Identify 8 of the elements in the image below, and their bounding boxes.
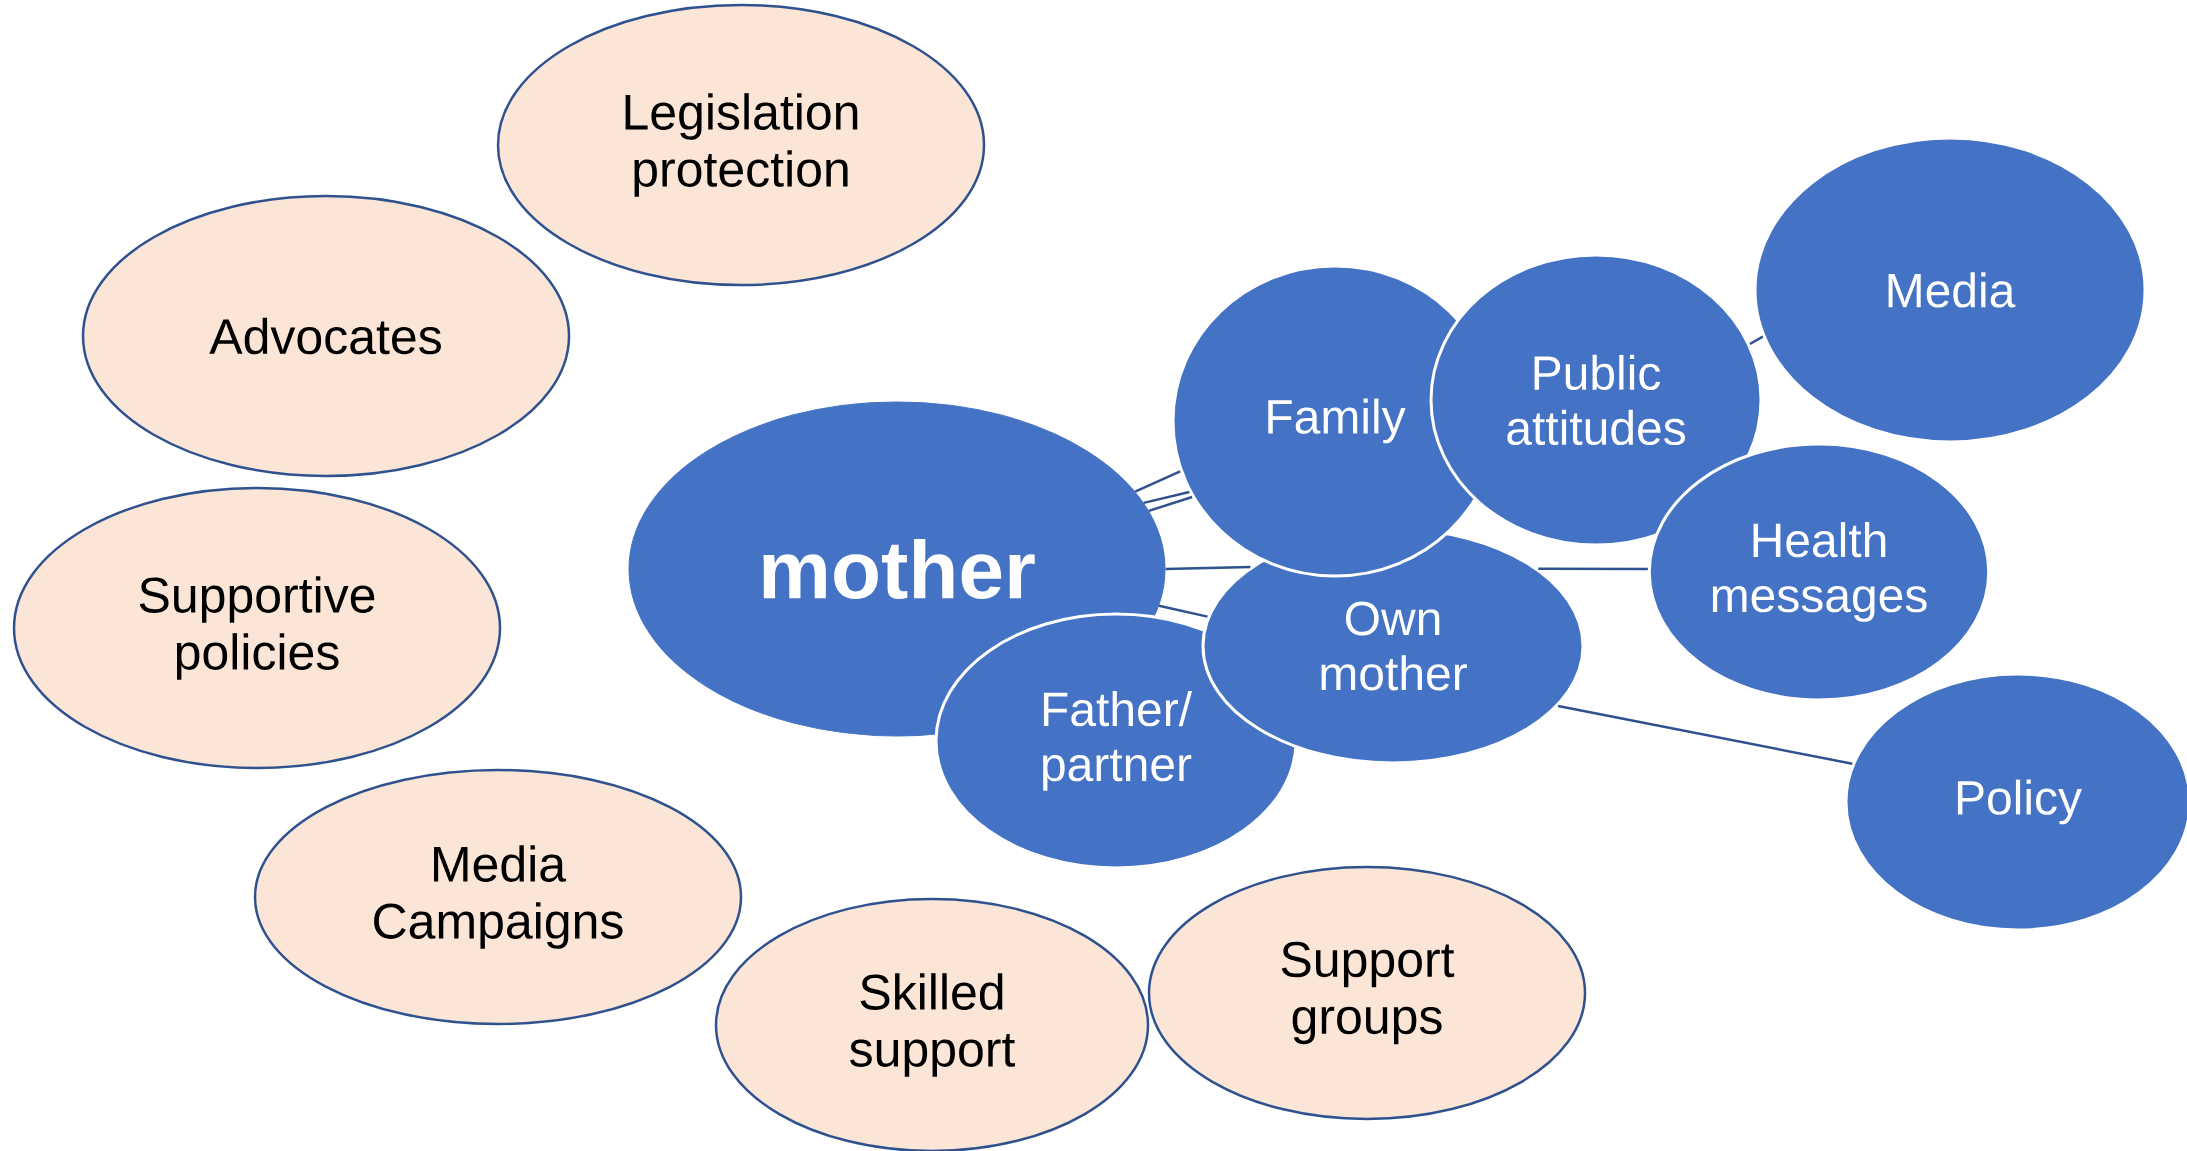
connector-line (1165, 565, 1251, 571)
connector-line (1134, 470, 1181, 493)
connector-line (1158, 604, 1208, 618)
connector-line (1749, 335, 1764, 346)
connector-line (1148, 495, 1193, 513)
connector-line (1538, 567, 1648, 571)
connector-line (1143, 490, 1190, 505)
connector-line (1557, 704, 1853, 765)
